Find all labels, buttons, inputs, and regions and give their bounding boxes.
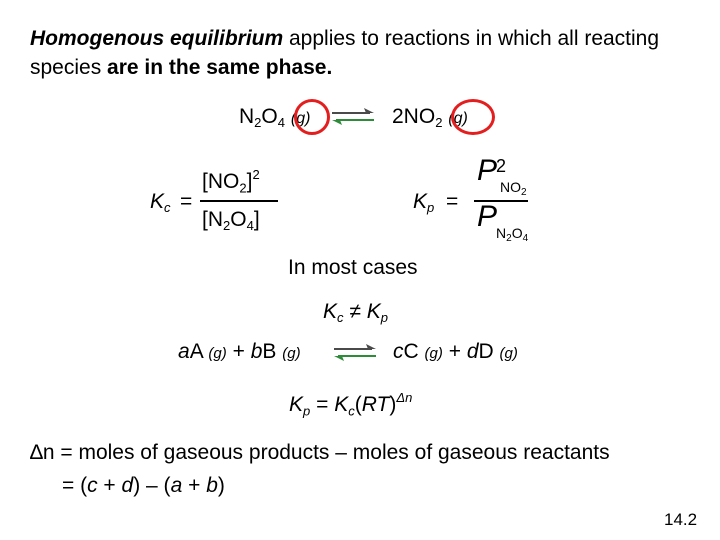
inequality: Kc ≠ Kp <box>323 300 388 325</box>
kp-denominator-p: P <box>477 200 498 233</box>
subscript: p <box>380 310 389 326</box>
species-text: A <box>189 340 203 363</box>
kp-kc-relation: Kp = Kc(RT)Δn <box>289 390 412 418</box>
slide-number: 14.2 <box>664 510 698 529</box>
coefficient: a <box>178 340 190 363</box>
kp-letter: K <box>413 190 428 213</box>
kp-letter: K <box>289 393 304 417</box>
kp-equals: = <box>446 190 459 213</box>
kc-letter: K <box>334 393 349 417</box>
coefficient: c <box>87 474 98 497</box>
intro-paragraph: Homogenous equilibrium applies to reacti… <box>30 24 710 82</box>
subscript: 2 <box>435 115 443 131</box>
plus-sign: + <box>232 340 245 363</box>
species-text: C <box>403 340 419 363</box>
subscript: 4 <box>246 218 254 234</box>
phase-highlight-ring <box>451 99 495 135</box>
paren: ( <box>354 393 362 417</box>
kp-letter: K <box>366 300 381 323</box>
kp-numerator-p: P <box>477 154 498 187</box>
kc-numerator: [NO2]2 <box>202 167 260 195</box>
kc-letter: K <box>323 300 338 323</box>
kp-fraction-bar <box>474 200 528 202</box>
rt-term: RT <box>361 393 390 417</box>
bracket-text: ] <box>246 170 253 194</box>
species-text: B <box>262 340 277 363</box>
intro-emphasis: are in the same phase. <box>107 56 333 79</box>
kc-symbol: Kc <box>150 190 171 215</box>
kc-denominator: [N2O4] <box>202 208 260 233</box>
equals-sign: = <box>316 393 329 417</box>
subscript: c <box>337 310 344 326</box>
kc-equals: = <box>180 190 193 213</box>
expr-text: + <box>97 474 122 497</box>
expr-text: ) – ( <box>133 474 171 497</box>
delta-n-expression: = (c + d) – (a + b) <box>62 474 225 498</box>
subscript: p <box>427 200 435 216</box>
subscript: 4 <box>277 115 286 131</box>
bracket-text: ] <box>253 208 260 231</box>
subscript-text: N <box>496 225 507 241</box>
intro-text: applies to reactions in which all reacti… <box>30 27 660 79</box>
expr-text: + <box>182 474 207 497</box>
bracket-text: [NO <box>202 170 240 194</box>
general-reaction-right: cC (g) + dD (g) <box>393 340 518 364</box>
kp-numerator-subscript: NO2 <box>500 179 527 198</box>
subscript: 2 <box>254 115 262 131</box>
phase-highlight-ring <box>294 99 330 135</box>
equilibrium-arrow-icon <box>330 106 376 126</box>
exponent: 2 <box>252 167 260 182</box>
species-text: O <box>261 105 278 128</box>
species-text: 2NO <box>392 105 436 128</box>
not-equal-sign: ≠ <box>349 300 361 323</box>
subscript: c <box>164 200 171 216</box>
subscript-text: O <box>511 225 523 241</box>
subscript: 2 <box>521 187 527 198</box>
species-text: D <box>478 340 494 363</box>
subscript: 2 <box>506 233 512 244</box>
species-text: N <box>239 105 255 128</box>
exponent: Δn <box>396 390 413 405</box>
subscript-text: NO <box>500 179 521 195</box>
subscript: 4 <box>522 233 529 244</box>
kp-symbol: Kp <box>413 190 434 215</box>
expr-text: = ( <box>62 474 88 497</box>
coefficient: d <box>121 474 134 497</box>
kp-numerator-exponent: 2 <box>496 156 507 176</box>
species-text: O <box>230 208 247 231</box>
coefficient: b <box>206 474 218 497</box>
intro-term: Homogenous equilibrium <box>30 27 284 50</box>
phase-label: (g) <box>499 345 518 362</box>
subscript: p <box>303 403 311 419</box>
phase-label: (g) <box>208 345 227 362</box>
subscript: 2 <box>223 218 231 234</box>
expr-text: ) <box>217 474 225 497</box>
subscript: c <box>348 403 355 419</box>
phase-label: (g) <box>424 345 443 362</box>
delta-n-definition: ∆n = moles of gaseous products – moles o… <box>30 441 610 464</box>
paren: ) <box>389 393 397 417</box>
general-reaction-left: aA (g) + bB (g) <box>178 340 301 364</box>
coefficient: a <box>170 474 183 497</box>
note-in-most-cases: In most cases <box>288 256 418 279</box>
subscript: 2 <box>239 180 247 196</box>
coefficient: d <box>466 340 479 363</box>
kp-denominator-subscript: N2O4 <box>496 225 528 244</box>
equilibrium-arrow-icon <box>332 342 378 362</box>
kc-letter: K <box>150 190 165 213</box>
plus-sign: + <box>448 340 461 363</box>
phase-label: (g) <box>282 345 301 362</box>
kc-fraction-bar <box>200 200 278 202</box>
coefficient: c <box>393 340 404 363</box>
bracket-text: [N <box>202 208 223 231</box>
coefficient: b <box>250 340 263 363</box>
